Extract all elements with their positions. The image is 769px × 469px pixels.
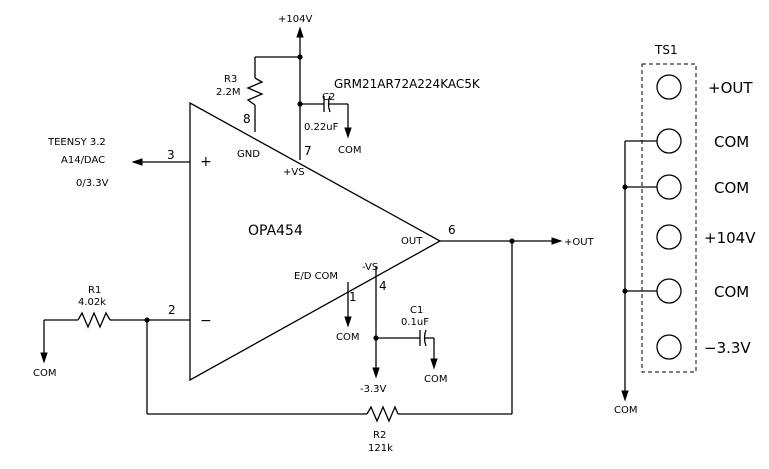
c2-value: 0.22uF <box>304 122 339 133</box>
terminal-pin-4: +104V <box>656 224 756 250</box>
junction-dot <box>622 288 628 294</box>
opamp-vs-neg-label: -VS <box>362 262 378 273</box>
vs-neg-arrow-icon <box>372 367 380 379</box>
output-label: +OUT <box>564 237 595 248</box>
input-arrow-icon <box>131 158 143 166</box>
terminal-screw-icon <box>656 74 682 100</box>
terminal-pin-label: +OUT <box>708 79 753 97</box>
capacitor-part-number: GRM21AR72A224KAC5K <box>334 77 481 91</box>
pin-1-number: 1 <box>349 290 357 304</box>
terminal-screw-icon <box>656 278 682 304</box>
input-source-line2: A14/DAC <box>61 155 105 166</box>
c2-com-label: COM <box>338 145 361 156</box>
terminal-com-arrow-icon <box>621 390 629 402</box>
ed-com-arrow-icon <box>344 316 352 328</box>
r2-resistor <box>366 405 399 423</box>
opamp-symbol <box>189 101 442 382</box>
terminal-block <box>641 63 697 373</box>
terminal-screw-icon <box>656 334 682 360</box>
opamp-gnd-label: GND <box>237 149 260 160</box>
opamp-out-label: OUT <box>401 236 423 247</box>
terminal-pin-label: COM <box>714 179 749 197</box>
terminal-com-label: COM <box>614 405 637 416</box>
terminal-screw-icon <box>656 174 682 200</box>
input-range: 0/3.3V <box>76 178 109 189</box>
terminal-pin-label: COM <box>714 283 749 301</box>
terminal-pin-6: −3.3V <box>656 334 751 360</box>
c1-ref: C1 <box>410 305 423 316</box>
r1-ref: R1 <box>88 285 101 296</box>
junction-dot <box>509 238 515 244</box>
terminal-pin-label: COM <box>714 133 749 151</box>
supply-negative-label: -3.3V <box>360 384 387 395</box>
opamp-ed-com-label: E/D COM <box>294 271 338 282</box>
c1-value: 0.1uF <box>401 317 429 328</box>
c1-com-arrow-icon <box>430 358 438 370</box>
c1-com-label: COM <box>424 374 447 385</box>
r2-value: 121k <box>368 443 393 454</box>
terminal-pin-3: COM <box>656 174 749 200</box>
r1-com-label: COM <box>33 368 56 379</box>
r3-value: 2.2M <box>216 87 241 98</box>
c2-com-arrow-icon <box>344 127 352 139</box>
supply-positive-label: +104V <box>278 14 312 25</box>
pin-6-number: 6 <box>448 223 456 237</box>
opamp-name: OPA454 <box>248 223 303 239</box>
r2-ref: R2 <box>373 430 386 441</box>
terminal-screw-icon <box>656 224 682 250</box>
pin-4-number: 4 <box>379 279 387 293</box>
terminal-pin-1: +OUT <box>656 74 753 100</box>
c2-ref: C2 <box>322 92 335 103</box>
r3-resistor <box>246 77 264 106</box>
terminal-pin-label: −3.3V <box>704 339 751 357</box>
output-arrow-icon <box>551 237 563 245</box>
opamp-minus-sign: − <box>200 313 212 329</box>
r3-ref: R3 <box>224 74 237 85</box>
pin-7-number: 7 <box>304 144 312 158</box>
opamp-plus-sign: + <box>200 154 212 170</box>
terminal-screw-icon <box>656 128 682 154</box>
pin-2-number: 2 <box>168 303 176 317</box>
pin-3-number: 3 <box>167 148 175 162</box>
terminal-ref: TS1 <box>654 43 678 57</box>
terminal-pin-2: COM <box>656 128 749 154</box>
junction-dot <box>622 184 628 190</box>
terminal-pin-label: +104V <box>704 229 756 247</box>
r1-value: 4.02k <box>78 297 106 308</box>
pin-8-number: 8 <box>243 112 251 126</box>
ed-com-ground-label: COM <box>336 332 359 343</box>
r1-com-arrow-icon <box>40 352 48 364</box>
opamp-vs-pos-label: +VS <box>283 167 305 178</box>
terminal-pin-5: COM <box>656 278 749 304</box>
input-source-line1: TEENSY 3.2 <box>47 137 106 148</box>
r1-resistor <box>77 311 111 329</box>
